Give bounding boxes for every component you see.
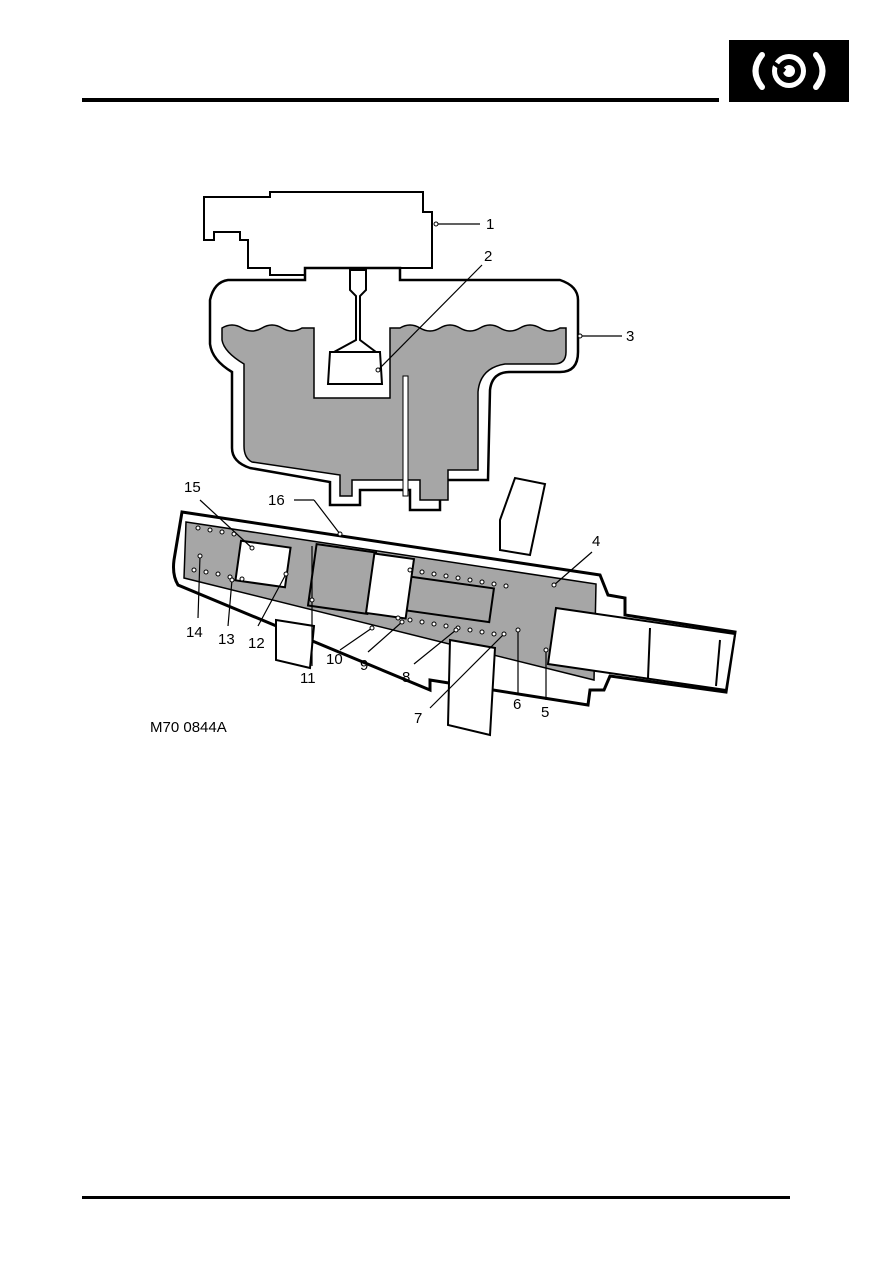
section-badge	[729, 40, 849, 102]
callout-2: 2	[484, 248, 492, 265]
callout-6: 6	[513, 696, 521, 713]
master-cylinder-diagram: 1 2 3 4 5 6 7 8 9 10 11 12 13 14 15 16	[172, 191, 737, 737]
callout-15: 15	[184, 479, 201, 496]
callout-5: 5	[541, 704, 549, 721]
callout-1: 1	[486, 216, 494, 233]
footer-rule	[82, 1196, 790, 1199]
outlet-port	[275, 618, 316, 670]
mounting-flange-bottom	[446, 638, 497, 737]
reservoir-cap	[203, 191, 433, 276]
callout-13: 13	[218, 631, 235, 648]
callout-8: 8	[402, 669, 410, 686]
callout-11: 11	[300, 670, 316, 687]
push-rod	[546, 606, 737, 692]
figure-reference: M70 0844A	[150, 719, 227, 736]
callout-12: 12	[248, 635, 265, 652]
callout-16: 16	[268, 492, 285, 509]
callout-10: 10	[326, 651, 343, 668]
brake-disc-icon	[752, 52, 826, 90]
callout-7: 7	[414, 710, 422, 727]
callout-9: 9	[360, 657, 368, 674]
callout-4: 4	[592, 533, 600, 550]
brake-fluid	[221, 324, 567, 501]
header-rule	[82, 98, 719, 102]
callout-3: 3	[626, 328, 634, 345]
callout-14: 14	[186, 624, 203, 641]
mounting-flange-top	[499, 476, 547, 557]
secondary-piston	[306, 542, 378, 616]
